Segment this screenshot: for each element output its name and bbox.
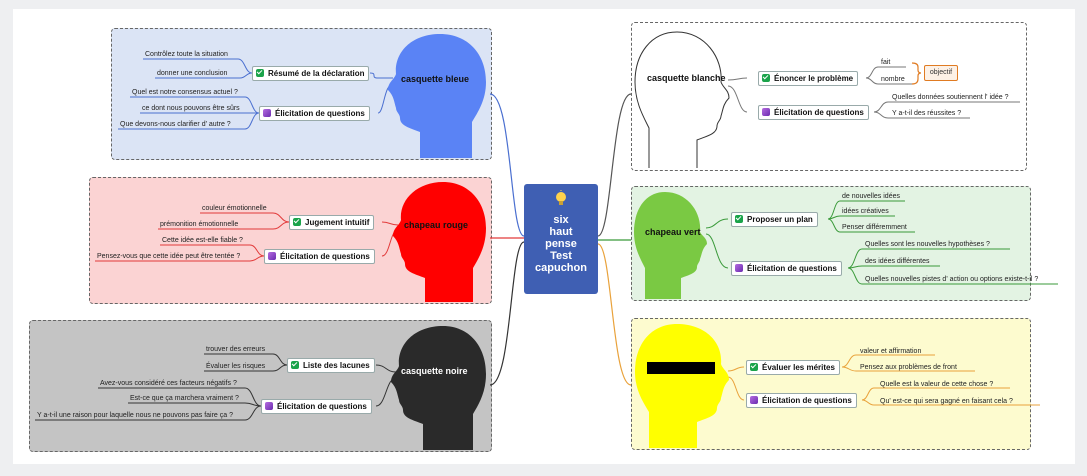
purple-cube-icon: [265, 402, 273, 410]
purple-cube-icon: [263, 109, 271, 117]
blue-hat-label: casquette bleue: [401, 74, 470, 84]
leaf-text: Contrôlez toute la situation: [145, 51, 228, 58]
green-check-icon: [762, 74, 770, 82]
leaf-text: couleur émotionnelle: [202, 205, 267, 212]
red-branch-questions[interactable]: Élicitation de questions: [264, 249, 375, 264]
leaf-text: trouver des erreurs: [206, 346, 266, 353]
leaf-text: de nouvelles idées: [842, 193, 900, 200]
leaf-text: Quelles nouvelles pistes d' action ou op…: [865, 276, 1039, 283]
green-hat-label: chapeau vert: [645, 227, 701, 237]
purple-cube-icon: [268, 252, 276, 260]
leaf-text: Cette idée est-elle fiable ?: [162, 237, 243, 244]
black-branch-gaps[interactable]: Liste des lacunes: [287, 358, 375, 373]
purple-cube-icon: [735, 264, 743, 272]
leaf-text: Évaluer les risques: [206, 363, 266, 370]
yellow-branch-questions[interactable]: Élicitation de questions: [746, 393, 857, 408]
leaf-text: des idées différentes: [865, 258, 930, 265]
green-branch-questions[interactable]: Élicitation de questions: [731, 261, 842, 276]
leaf-text: Pensez-vous que cette idée peut être ten…: [97, 253, 241, 260]
white-head-icon: [634, 31, 730, 168]
leaf-text: Avez-vous considéré ces facteurs négatif…: [100, 380, 237, 387]
leaf-text: Pensez aux problèmes de front: [860, 364, 957, 371]
leaf-text: Quel est notre consensus actuel ?: [132, 89, 238, 96]
red-branch-questions-label: Élicitation de questions: [280, 252, 370, 261]
leaf-text: Quelles données soutiennent l' idée ?: [892, 94, 1009, 101]
green-branch-plan-label: Proposer un plan: [747, 215, 813, 224]
leaf-text: Y a-t-il une raison pour laquelle nous n…: [37, 412, 233, 419]
lightbulb-icon: [556, 190, 566, 205]
blue-branch-summary[interactable]: Résumé de la déclaration: [252, 66, 370, 81]
leaf-text: Quelles sont les nouvelles hypothèses ?: [865, 241, 990, 248]
leaf-text: nombre: [881, 76, 905, 83]
leaf-text: prémonition émotionnelle: [160, 221, 239, 228]
leaf-text: fait: [881, 59, 891, 66]
leaf-text: valeur et affirmation: [860, 348, 922, 355]
white-branch-questions[interactable]: Élicitation de questions: [758, 105, 869, 120]
leaf-text: idées créatives: [842, 208, 889, 215]
center-line-4: Test: [550, 250, 572, 262]
white-branch-questions-label: Élicitation de questions: [774, 108, 864, 117]
white-hat-label: casquette blanche: [647, 73, 726, 83]
green-check-icon: [291, 361, 299, 369]
black-branch-gaps-label: Liste des lacunes: [303, 361, 370, 370]
green-check-icon: [256, 69, 264, 77]
red-branch-intuition-label: Jugement intuitif: [305, 218, 370, 227]
green-check-icon: [735, 215, 743, 223]
green-check-icon: [750, 363, 758, 371]
center-line-2: haut: [549, 226, 573, 238]
yellow-head-blindfold: [647, 362, 715, 374]
red-hat-label: chapeau rouge: [404, 220, 469, 230]
blue-head-icon: [388, 34, 486, 158]
red-branch-intuition[interactable]: Jugement intuitif: [289, 215, 375, 230]
leaf-text: Qu' est-ce qui sera gagné en faisant cel…: [880, 398, 1013, 405]
blue-branch-questions[interactable]: Élicitation de questions: [259, 106, 370, 121]
white-branch-problem-label: Énoncer le problème: [774, 74, 854, 83]
black-branch-questions-label: Élicitation de questions: [277, 402, 367, 411]
yellow-branch-questions-label: Élicitation de questions: [762, 396, 852, 405]
green-check-icon: [293, 218, 301, 226]
blue-branch-questions-label: Élicitation de questions: [275, 109, 365, 118]
green-branch-questions-label: Élicitation de questions: [747, 264, 837, 273]
blue-branch-summary-label: Résumé de la déclaration: [268, 69, 365, 78]
purple-cube-icon: [762, 108, 770, 116]
leaf-text: ce dont nous pouvons être sûrs: [142, 105, 240, 112]
central-topic[interactable]: six haut pense Test capuchon: [524, 184, 598, 294]
yellow-head-icon: [635, 324, 729, 448]
red-head-icon: [393, 182, 486, 302]
leaf-text: Est-ce que ça marchera vraiment ?: [130, 395, 239, 402]
summary-objective[interactable]: objectif: [924, 65, 958, 81]
white-branch-problem[interactable]: Énoncer le problème: [758, 71, 859, 86]
leaf-text: Que devons-nous clarifier d' autre ?: [120, 121, 231, 128]
center-line-5: capuchon: [535, 262, 587, 274]
center-line-3: pense: [545, 238, 577, 250]
purple-cube-icon: [750, 396, 758, 404]
leaf-text: donner une conclusion: [157, 70, 228, 77]
black-branch-questions[interactable]: Élicitation de questions: [261, 399, 372, 414]
black-head-icon: [391, 326, 486, 450]
center-line-1: six: [553, 214, 569, 226]
yellow-branch-merits-label: Évaluer les mérites: [762, 363, 835, 372]
leaf-text: Penser différemment: [842, 224, 907, 231]
yellow-branch-merits[interactable]: Évaluer les mérites: [746, 360, 840, 375]
green-head-icon: [634, 192, 707, 299]
black-hat-label: casquette noire: [401, 366, 468, 376]
leaf-text: Y a-t-il des réussites ?: [892, 110, 962, 117]
leaf-text: Quelle est la valeur de cette chose ?: [880, 381, 994, 388]
green-branch-plan[interactable]: Proposer un plan: [731, 212, 818, 227]
